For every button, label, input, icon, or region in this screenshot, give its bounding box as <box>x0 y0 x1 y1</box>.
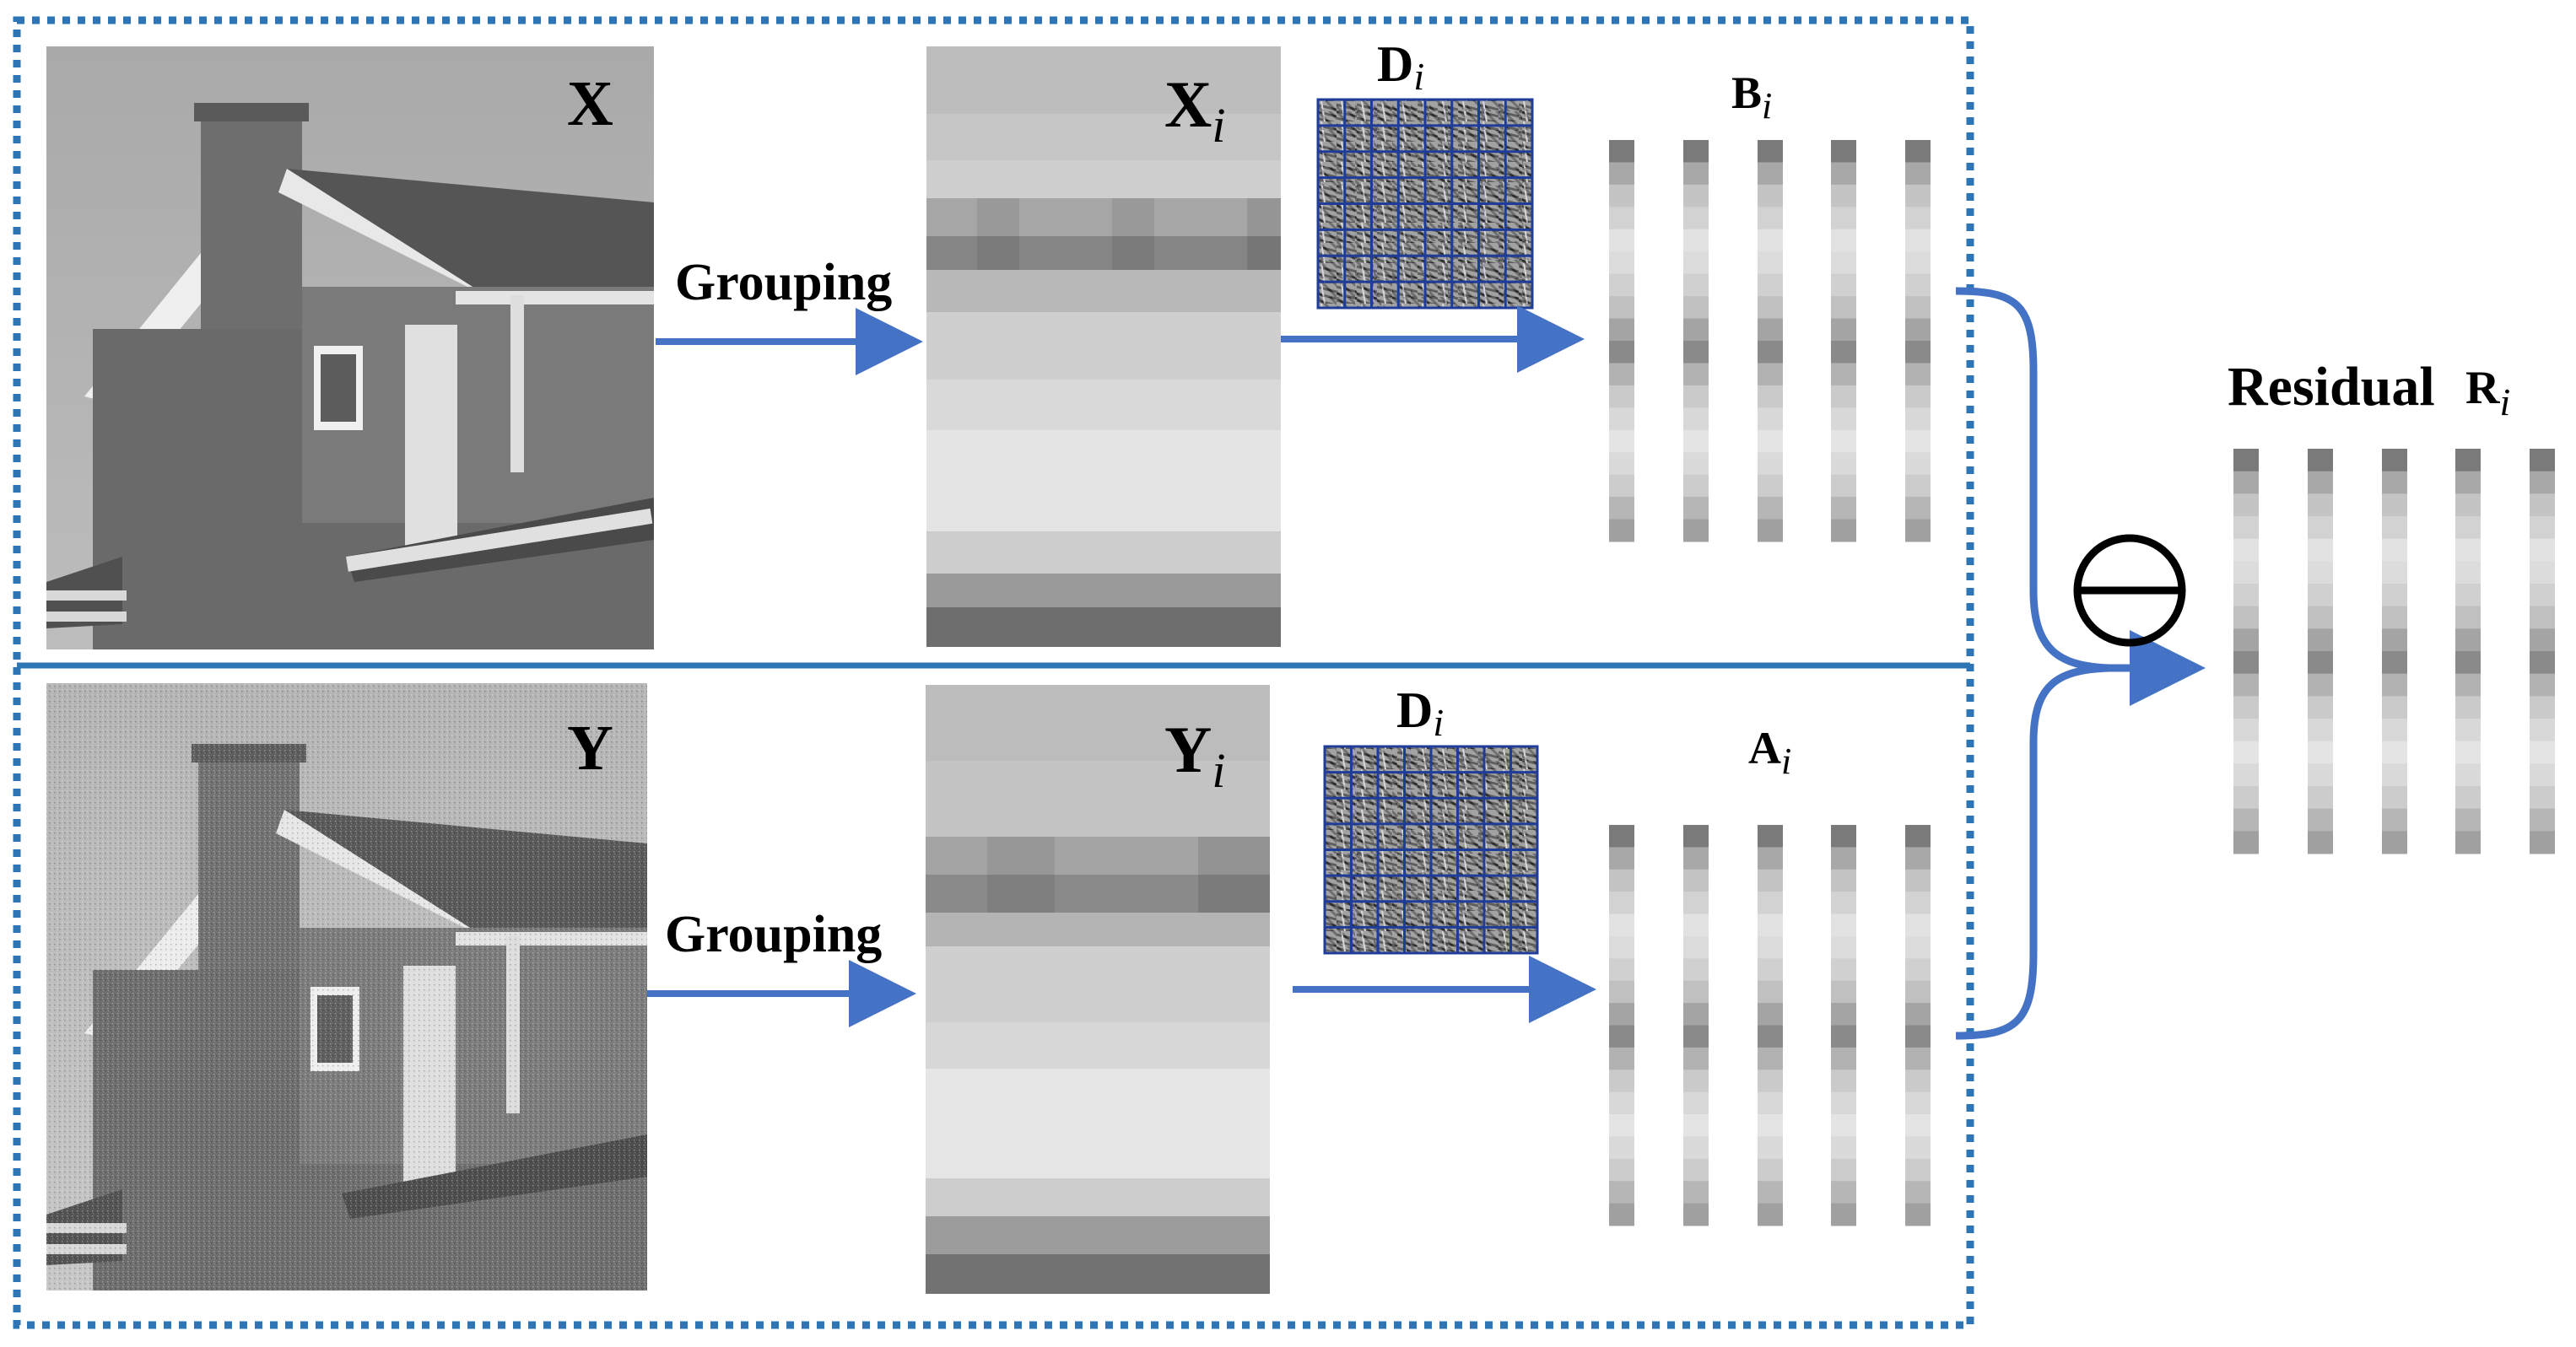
code-b-column-2 <box>1683 140 1709 542</box>
merge-brace <box>1955 287 2110 1040</box>
dict-label-bottom: Di <box>1396 682 1444 744</box>
circle-minus-icon <box>2073 534 2186 647</box>
noisy-house-image <box>46 683 647 1290</box>
sparse-codes-a <box>1609 825 1931 1226</box>
residual-column-2 <box>2308 449 2333 854</box>
code-label-ai: Ai <box>1748 723 1791 782</box>
code-a-column-5 <box>1905 825 1931 1226</box>
code-a-column-1 <box>1609 825 1634 1226</box>
dictionary-top <box>1316 98 1534 310</box>
image-label-x: X <box>567 68 613 139</box>
grouping-label-top: Grouping <box>675 254 892 311</box>
grouping-label-bottom: Grouping <box>665 906 882 963</box>
code-label-bi: Bi <box>1731 67 1772 127</box>
group-label-xi: Xi <box>1164 67 1225 153</box>
code-a-column-3 <box>1758 825 1783 1226</box>
clean-house-image <box>46 46 654 649</box>
code-b-column-5 <box>1905 140 1931 542</box>
code-b-column-4 <box>1831 140 1856 542</box>
clean-patch-group <box>926 46 1281 647</box>
residual-column-1 <box>2233 449 2259 854</box>
residual-codes-r <box>2233 449 2555 854</box>
code-a-column-4 <box>1831 825 1856 1226</box>
image-label-y: Y <box>567 713 613 784</box>
group-label-yi: Yi <box>1164 713 1225 798</box>
residual-label-ri: Ri <box>2465 362 2510 423</box>
code-a-column-2 <box>1683 825 1709 1226</box>
dictionary-bottom <box>1323 745 1539 955</box>
noisy-patch-group <box>926 685 1270 1294</box>
code-b-column-1 <box>1609 140 1634 542</box>
residual-column-3 <box>2382 449 2407 854</box>
sparse-codes-b <box>1609 140 1931 542</box>
residual-title: Residual <box>2228 356 2435 418</box>
residual-column-4 <box>2455 449 2481 854</box>
dict-label-top: Di <box>1377 36 1424 98</box>
code-b-column-3 <box>1758 140 1783 542</box>
dotted-frame <box>13 16 1974 1329</box>
residual-column-5 <box>2530 449 2555 854</box>
